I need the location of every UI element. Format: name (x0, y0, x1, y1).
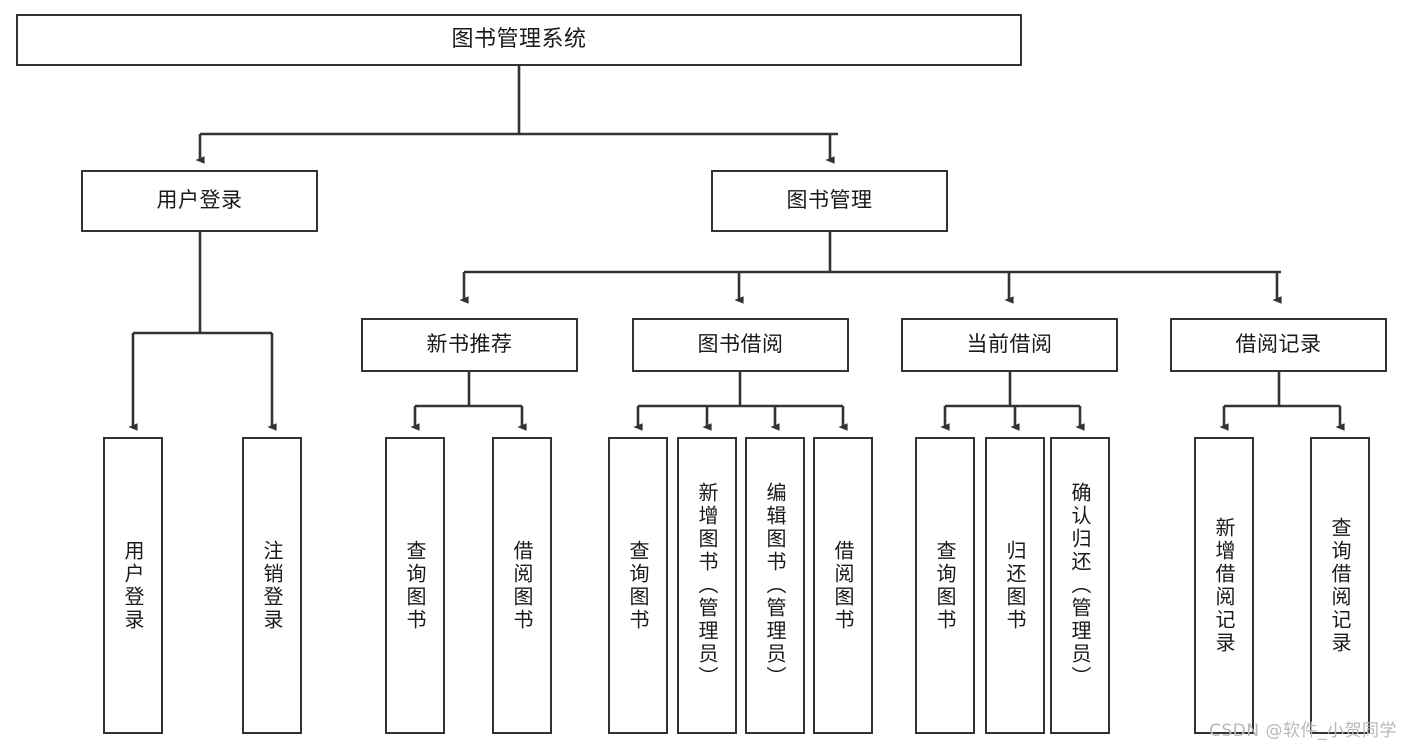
node-label: 查询图书 (933, 539, 957, 632)
node-label: 新增图书（管理员） (695, 482, 719, 689)
node-label: 图书管理 (786, 188, 873, 213)
node-book-borrow[interactable]: 图书借阅 (632, 318, 849, 372)
node-user-login[interactable]: 用户登录 (81, 170, 318, 232)
node-label: 新书推荐 (426, 332, 513, 357)
leaf-borrow-records-add[interactable]: 新增借阅记录 (1194, 437, 1254, 734)
node-label: 借阅图书 (831, 539, 855, 632)
node-label: 当前借阅 (966, 332, 1053, 357)
node-label: 用户登录 (156, 188, 243, 213)
node-new-book-recommend[interactable]: 新书推荐 (361, 318, 578, 372)
node-label: 借阅图书 (510, 539, 534, 632)
node-label: 确认归还（管理员） (1068, 482, 1092, 689)
leaf-current-borrow-confirm-return[interactable]: 确认归还（管理员） (1050, 437, 1110, 734)
node-label: 用户登录 (121, 539, 145, 632)
node-label: 借阅记录 (1235, 332, 1322, 357)
leaf-new-book-borrow[interactable]: 借阅图书 (492, 437, 552, 734)
leaf-book-borrow-borrow[interactable]: 借阅图书 (813, 437, 873, 734)
csdn-watermark: CSDN @软件_小贺同学 (1209, 721, 1397, 741)
node-root-system[interactable]: 图书管理系统 (16, 14, 1022, 66)
node-label: 新增借阅记录 (1212, 516, 1236, 655)
node-borrow-records[interactable]: 借阅记录 (1170, 318, 1387, 372)
node-label: 查询图书 (626, 539, 650, 632)
node-book-management[interactable]: 图书管理 (711, 170, 948, 232)
leaf-user-login-logout[interactable]: 注销登录 (242, 437, 302, 734)
leaf-current-borrow-query[interactable]: 查询图书 (915, 437, 975, 734)
leaf-new-book-query[interactable]: 查询图书 (385, 437, 445, 734)
node-label: 编辑图书（管理员） (763, 482, 787, 689)
node-label: 图书管理系统 (451, 26, 587, 52)
node-label: 注销登录 (260, 539, 284, 632)
leaf-book-borrow-add[interactable]: 新增图书（管理员） (677, 437, 737, 734)
leaf-borrow-records-query[interactable]: 查询借阅记录 (1310, 437, 1370, 734)
leaf-user-login-login[interactable]: 用户登录 (103, 437, 163, 734)
leaf-book-borrow-query[interactable]: 查询图书 (608, 437, 668, 734)
node-label: 图书借阅 (697, 332, 784, 357)
node-current-borrow[interactable]: 当前借阅 (901, 318, 1118, 372)
node-label: 查询图书 (403, 539, 427, 632)
node-label: 归还图书 (1003, 539, 1027, 632)
node-label: 查询借阅记录 (1328, 516, 1352, 655)
leaf-current-borrow-return[interactable]: 归还图书 (985, 437, 1045, 734)
leaf-book-borrow-edit[interactable]: 编辑图书（管理员） (745, 437, 805, 734)
